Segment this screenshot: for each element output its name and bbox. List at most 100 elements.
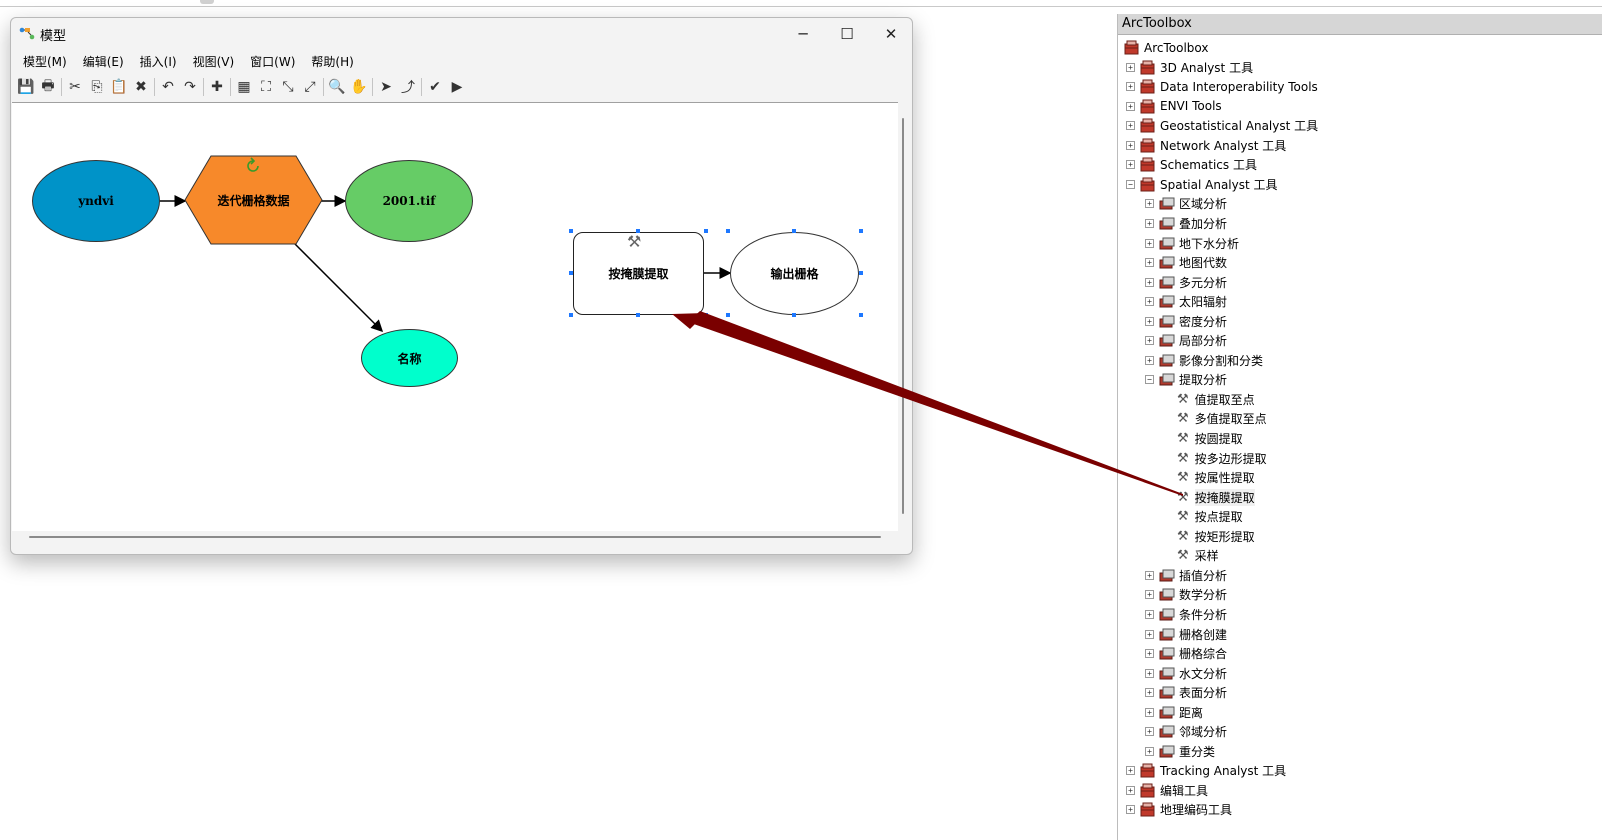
selection-handle[interactable] xyxy=(569,313,573,317)
expand-icon[interactable]: + xyxy=(1126,785,1135,795)
validate-button[interactable]: ✔ xyxy=(424,76,446,98)
tree-item[interactable]: +Geostatistical Analyst 工具 xyxy=(1126,116,1318,135)
run-button[interactable]: ▶ xyxy=(446,76,468,98)
model-canvas[interactable]: yndvi 迭代栅格数据 2001.tif 名称 按掩膜提取 ⚒ 输出栅格 xyxy=(12,102,898,531)
menu-help[interactable]: 帮助(H) xyxy=(311,55,354,69)
selection-handle[interactable] xyxy=(569,229,573,233)
menu-model[interactable]: 模型(M) xyxy=(23,55,67,69)
print-button[interactable]: 🖶 xyxy=(37,76,59,98)
tree-item[interactable]: +太阳辐射 xyxy=(1145,292,1227,311)
redo-button[interactable]: ↷ xyxy=(179,76,201,98)
expand-icon[interactable]: + xyxy=(1145,570,1154,580)
tree-item[interactable]: ArcToolbox xyxy=(1124,38,1208,57)
tree-item[interactable]: +插值分析 xyxy=(1145,566,1227,585)
tree-item[interactable]: +多元分析 xyxy=(1145,273,1227,292)
selection-handle[interactable] xyxy=(569,271,573,275)
expand-icon[interactable]: + xyxy=(1145,649,1154,659)
fixed-zoom-in-button[interactable]: ⤢ xyxy=(299,76,321,98)
node-name[interactable]: 名称 xyxy=(361,329,458,387)
tree-item[interactable]: +距离 xyxy=(1145,703,1203,722)
maximize-button[interactable]: ☐ xyxy=(840,24,854,43)
tree-item[interactable]: ⚒按属性提取 xyxy=(1145,468,1255,487)
connect-button[interactable]: ⤴ xyxy=(397,76,419,98)
expand-icon[interactable]: + xyxy=(1126,805,1135,815)
expand-icon[interactable]: + xyxy=(1126,766,1135,776)
expand-icon[interactable]: + xyxy=(1145,688,1154,698)
tree-item[interactable]: +地下水分析 xyxy=(1145,234,1239,253)
menu-view[interactable]: 视图(V) xyxy=(192,55,235,69)
expand-icon[interactable]: + xyxy=(1126,62,1135,72)
add-data-button[interactable]: ✚ xyxy=(206,76,228,98)
selection-handle[interactable] xyxy=(726,229,730,233)
selection-handle[interactable] xyxy=(704,229,708,233)
tree-item[interactable]: +Data Interoperability Tools xyxy=(1126,77,1318,96)
expand-icon[interactable]: + xyxy=(1145,336,1154,346)
expand-icon[interactable]: + xyxy=(1145,746,1154,756)
expand-icon[interactable]: + xyxy=(1145,218,1154,228)
node-output-raster[interactable]: 输出栅格 xyxy=(730,232,859,315)
expand-icon[interactable]: + xyxy=(1145,199,1154,209)
tree-item[interactable]: ⚒按圆提取 xyxy=(1145,429,1243,448)
tree-item[interactable]: +3D Analyst 工具 xyxy=(1126,58,1253,77)
node-yndvi[interactable]: yndvi xyxy=(32,160,160,242)
expand-icon[interactable]: + xyxy=(1145,590,1154,600)
node-iterate-hexagon[interactable] xyxy=(184,155,323,245)
copy-button[interactable]: ⎘ xyxy=(86,76,108,98)
selection-handle[interactable] xyxy=(792,313,796,317)
tree-item[interactable]: +条件分析 xyxy=(1145,605,1227,624)
expand-icon[interactable]: + xyxy=(1145,629,1154,639)
tree-item[interactable]: +密度分析 xyxy=(1145,312,1227,331)
tree-item[interactable]: ⚒按掩膜提取 xyxy=(1145,488,1255,507)
horizontal-scrollbar[interactable] xyxy=(29,536,881,538)
tree-item[interactable]: ⚒值提取至点 xyxy=(1145,390,1255,409)
delete-button[interactable]: ✖ xyxy=(130,76,152,98)
tree-item[interactable]: ⚒采样 xyxy=(1145,546,1219,565)
expand-icon[interactable]: + xyxy=(1145,668,1154,678)
tree-item[interactable]: +数学分析 xyxy=(1145,585,1227,604)
expand-icon[interactable]: + xyxy=(1145,277,1154,287)
cut-button[interactable]: ✂ xyxy=(64,76,86,98)
tree-item[interactable]: +水文分析 xyxy=(1145,664,1227,683)
pan-button[interactable]: ✋ xyxy=(348,76,370,98)
expand-icon[interactable]: + xyxy=(1145,609,1154,619)
tree-item[interactable]: −提取分析 xyxy=(1145,370,1227,389)
title-bar[interactable]: 模型 ─ ☐ ✕ xyxy=(11,18,912,49)
undo-button[interactable]: ↶ xyxy=(157,76,179,98)
menu-insert[interactable]: 插入(I) xyxy=(139,55,177,69)
full-extent-button[interactable]: ⛶ xyxy=(255,76,277,98)
tree-item[interactable]: +Schematics 工具 xyxy=(1126,155,1257,174)
close-button[interactable]: ✕ xyxy=(884,24,898,43)
tree-item[interactable]: ⚒按矩形提取 xyxy=(1145,527,1255,546)
expand-icon[interactable]: + xyxy=(1126,121,1135,131)
tree-item[interactable]: +邻域分析 xyxy=(1145,722,1227,741)
fixed-zoom-out-button[interactable]: ⤡ xyxy=(277,76,299,98)
expand-icon[interactable]: + xyxy=(1145,297,1154,307)
menu-window[interactable]: 窗口(W) xyxy=(250,55,296,69)
selection-handle[interactable] xyxy=(726,313,730,317)
tree-item[interactable]: +Network Analyst 工具 xyxy=(1126,136,1286,155)
expand-icon[interactable]: + xyxy=(1145,355,1154,365)
selection-handle[interactable] xyxy=(859,229,863,233)
tree-item[interactable]: +Tracking Analyst 工具 xyxy=(1126,761,1286,780)
expand-icon[interactable]: + xyxy=(1126,160,1135,170)
selection-handle[interactable] xyxy=(792,229,796,233)
tree-item[interactable]: +地理编码工具 xyxy=(1126,800,1232,819)
tree-item[interactable]: +栅格创建 xyxy=(1145,625,1227,644)
minimize-button[interactable]: ─ xyxy=(798,24,808,43)
collapse-icon[interactable]: − xyxy=(1145,375,1154,385)
paste-button[interactable]: 📋 xyxy=(108,76,130,98)
expand-icon[interactable]: + xyxy=(1126,140,1135,150)
vertical-scrollbar[interactable] xyxy=(902,118,904,514)
expand-icon[interactable]: + xyxy=(1145,727,1154,737)
expand-icon[interactable]: + xyxy=(1145,258,1154,268)
tree-item[interactable]: ⚒按多边形提取 xyxy=(1145,449,1267,468)
selection-handle[interactable] xyxy=(636,313,640,317)
expand-icon[interactable]: + xyxy=(1126,82,1135,92)
expand-icon[interactable]: + xyxy=(1145,707,1154,717)
tree-item[interactable]: +叠加分析 xyxy=(1145,214,1227,233)
tree-item[interactable]: +栅格综合 xyxy=(1145,644,1227,663)
node-2001-tif[interactable]: 2001.tif xyxy=(345,160,473,242)
tree-item[interactable]: +重分类 xyxy=(1145,742,1215,761)
selection-handle[interactable] xyxy=(704,313,708,317)
tree-item[interactable]: +地图代数 xyxy=(1145,253,1227,272)
